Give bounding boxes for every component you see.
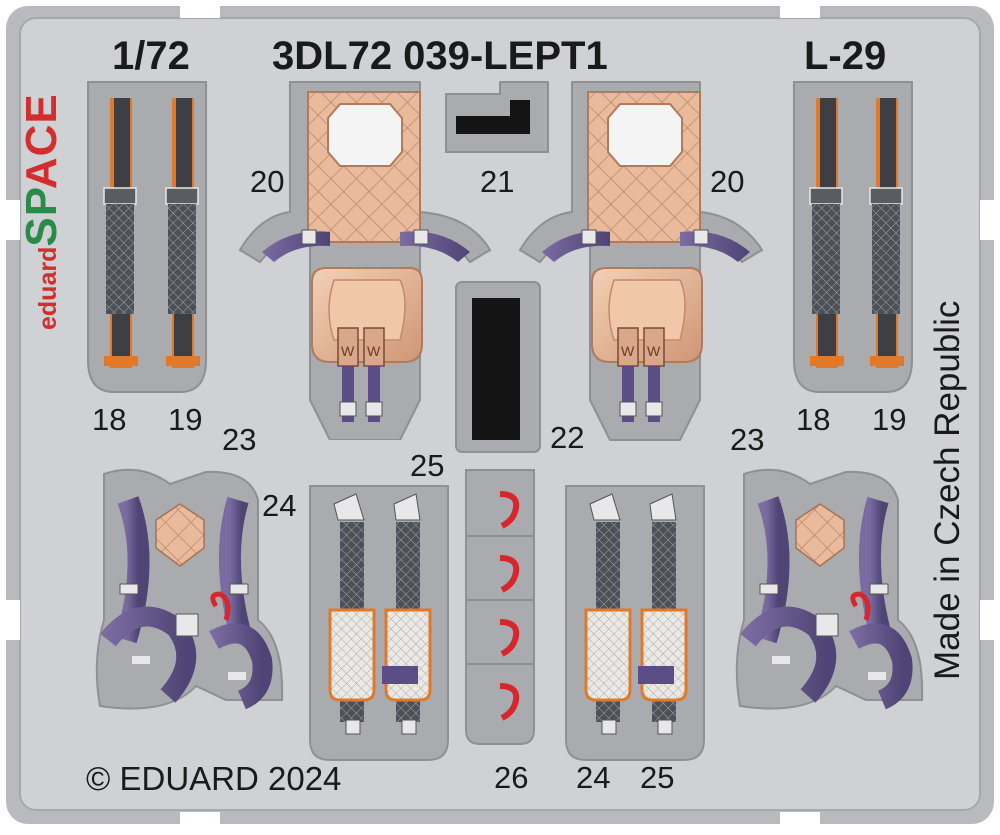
brand-space-sp: SP — [17, 189, 66, 247]
scale-label: 1/72 — [112, 34, 190, 78]
part-number-18-right: 18 — [796, 402, 831, 437]
part-number-24-bottom: 24 — [576, 760, 611, 795]
part-number-22: 22 — [550, 420, 585, 455]
brand-word: eduard — [34, 246, 62, 330]
svg-text:W: W — [341, 343, 355, 359]
part-number-21: 21 — [480, 164, 515, 199]
part-number-25-top: 25 — [410, 448, 445, 483]
part-number-23-right: 23 — [730, 422, 765, 457]
made-in-label: Made in Czech Republic — [928, 300, 967, 680]
part-26 — [465, 469, 535, 745]
part-number-19-left: 19 — [168, 402, 203, 437]
part-21 — [445, 81, 549, 153]
part-24-25-right — [565, 485, 705, 761]
part-number-19-right: 19 — [872, 402, 907, 437]
eduard-space-logo: eduardSPACE — [17, 93, 66, 330]
part-23-right — [735, 468, 924, 710]
part-number-25-bottom: 25 — [640, 760, 675, 795]
part-number-26: 26 — [494, 760, 529, 795]
part-number-18-left: 18 — [92, 402, 127, 437]
copyright-label: © EDUARD 2024 — [86, 760, 342, 797]
part-number-24-top: 24 — [262, 488, 297, 523]
part-20-right: W W — [518, 81, 764, 441]
svg-text:W: W — [647, 343, 661, 359]
part-number-23-left: 23 — [222, 422, 257, 457]
part-24-25-left — [309, 485, 449, 761]
part-18-19-left — [87, 81, 207, 393]
product-code-label: 3DL72 039-LEPT1 — [272, 34, 608, 78]
part-number-20-left: 20 — [250, 164, 285, 199]
model-label: L-29 — [804, 34, 887, 78]
part-number-20-right: 20 — [710, 164, 745, 199]
part-20-left: W W — [238, 81, 492, 452]
part-22 — [455, 281, 541, 453]
brand-space-ace: ACE — [17, 93, 66, 190]
svg-text:W: W — [621, 343, 635, 359]
part-18-19-right — [793, 81, 913, 393]
svg-text:W: W — [367, 343, 381, 359]
part-23-left — [95, 468, 284, 710]
